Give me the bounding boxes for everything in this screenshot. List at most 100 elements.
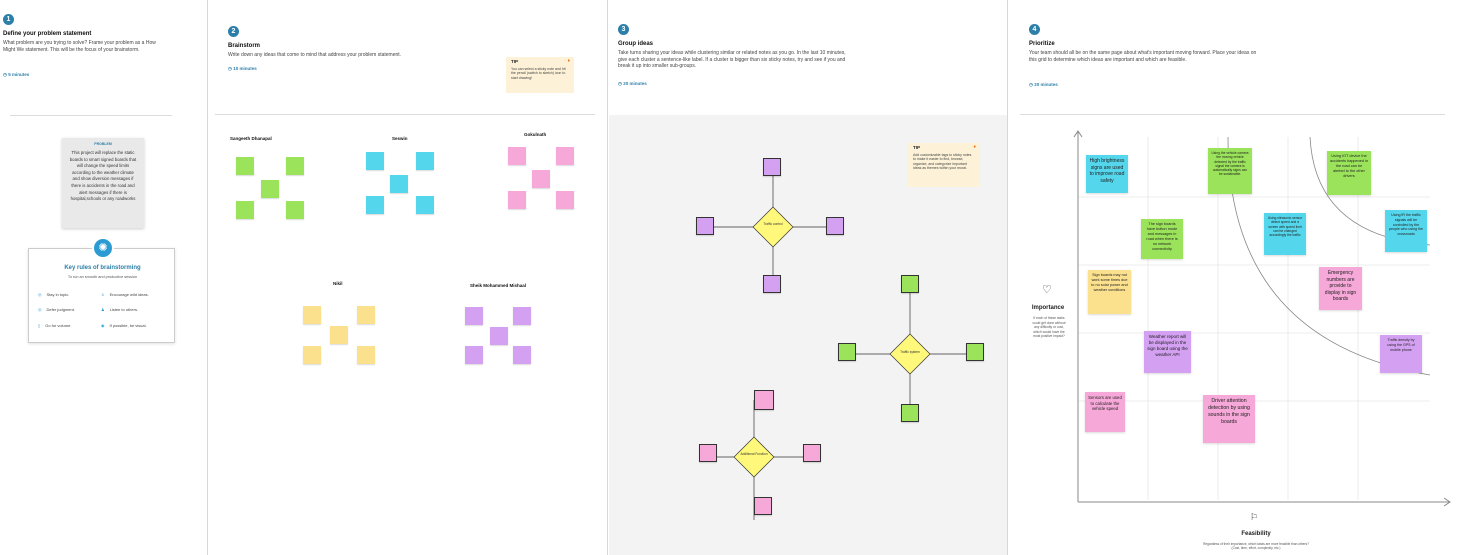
sticky-note[interactable] <box>286 157 304 175</box>
priority-note[interactable]: Using the vehicle camera the moving vehi… <box>1208 148 1252 194</box>
divider <box>1020 114 1445 115</box>
cluster-label: Traffic control <box>763 222 783 226</box>
sticky-note[interactable] <box>763 158 781 176</box>
pin-icon: ♦ <box>567 58 570 64</box>
step-description: What problem are you trying to solve? Fr… <box>3 40 156 53</box>
step-time: ◷ 10 minutes <box>228 66 257 71</box>
sticky-note[interactable] <box>763 275 781 293</box>
group-tip[interactable]: TIP Add customizable tags to sticky notes… <box>908 143 980 187</box>
priority-note[interactable]: Sensors are used to calculate the vehicl… <box>1085 392 1125 432</box>
participant-name: Seswin <box>392 136 408 141</box>
priority-note[interactable]: Weather report will be displayed in the … <box>1144 331 1191 373</box>
sticky-note[interactable] <box>286 201 304 219</box>
sticky-note[interactable] <box>366 196 384 214</box>
priority-note[interactable]: Using ultrasonic sensor detect speed and… <box>1264 213 1306 255</box>
sticky-note[interactable] <box>416 152 434 170</box>
sticky-note[interactable] <box>699 444 717 462</box>
grouping-canvas[interactable] <box>609 115 1007 555</box>
divider <box>10 115 172 116</box>
panel-divider <box>607 0 608 555</box>
sticky-note[interactable] <box>754 390 774 410</box>
step-number: 4 <box>1029 24 1040 35</box>
rule-item: ◎Defer judgment. <box>38 307 75 312</box>
problem-card[interactable]: PROBLEM This project will replace the st… <box>62 138 144 228</box>
cluster-label: Additional Function <box>740 452 768 456</box>
sticky-note[interactable] <box>513 307 531 325</box>
rule-item: ◎Stay in topic. <box>38 292 70 297</box>
participant-name: Sangeeth Dhanapal <box>230 136 272 141</box>
rule-icon: ◎ <box>38 292 42 297</box>
step-time: ◷ 20 minutes <box>1029 82 1058 87</box>
step-description: Your team should all be on the same page… <box>1029 50 1257 63</box>
tip-title: TIP <box>511 59 519 64</box>
rule-icon: ♕ <box>101 292 105 297</box>
sticky-note[interactable] <box>390 175 408 193</box>
sticky-note[interactable] <box>490 327 508 345</box>
sticky-note[interactable] <box>556 147 574 165</box>
step-number: 3 <box>618 24 629 35</box>
step-description: Take turns sharing your ideas while clus… <box>618 50 846 69</box>
participant-name: Nikil <box>333 281 343 286</box>
cluster-connectors <box>706 175 967 520</box>
feasibility-label: Feasibility <box>1241 531 1271 537</box>
problem-header: PROBLEM <box>94 142 112 146</box>
rules-title: Key rules of brainstorming <box>64 265 141 271</box>
sticky-note[interactable] <box>838 343 856 361</box>
priority-note[interactable]: High brightness signs are used to improv… <box>1086 155 1128 193</box>
sticky-note[interactable] <box>901 275 919 293</box>
sticky-note[interactable] <box>366 152 384 170</box>
step-time: ◷ 5 minutes <box>3 72 30 77</box>
sticky-note[interactable] <box>513 346 531 364</box>
priority-note[interactable]: Emergency numbers are provide to display… <box>1319 267 1362 310</box>
step-title: Prioritize <box>1029 41 1055 47</box>
importance-description: If each of these tasks could get done wi… <box>1032 316 1066 338</box>
sticky-note[interactable] <box>357 306 375 324</box>
priority-note[interactable]: Sign boards may not work some times due … <box>1088 270 1131 314</box>
sticky-note[interactable] <box>754 497 772 515</box>
sticky-note[interactable] <box>236 201 254 219</box>
priority-note[interactable]: Using IR the traffic signals will be con… <box>1385 210 1427 252</box>
step-time: ◷ 20 minutes <box>618 81 647 86</box>
sticky-note[interactable] <box>465 346 483 364</box>
sticky-note[interactable] <box>532 170 550 188</box>
tip-text: Add customizable tags to sticky notes to… <box>913 152 972 171</box>
priority-note[interactable]: Using IOT device the accidents happened … <box>1327 151 1371 195</box>
sticky-note[interactable] <box>966 343 984 361</box>
rule-icon: ▯ <box>38 323 41 328</box>
sticky-note[interactable] <box>803 444 821 462</box>
step-number: 2 <box>228 26 239 37</box>
sticky-note[interactable] <box>330 326 348 344</box>
step-title: Define your problem statement <box>3 31 92 37</box>
sticky-note[interactable] <box>901 404 919 422</box>
sticky-note[interactable] <box>696 217 714 235</box>
lightbulb-icon: ✺ <box>92 237 114 259</box>
sticky-note[interactable] <box>416 196 434 214</box>
rule-icon: ◉ <box>101 323 105 328</box>
participant-name: Gokulnath <box>524 132 547 137</box>
panel-divider <box>1007 0 1008 555</box>
sticky-note[interactable] <box>261 180 279 198</box>
sticky-note[interactable] <box>465 307 483 325</box>
divider <box>215 114 595 115</box>
sticky-note[interactable] <box>303 346 321 364</box>
priority-note[interactable]: Traffic density by using the GPS of mobi… <box>1380 335 1422 373</box>
sticky-note[interactable] <box>826 217 844 235</box>
priority-note[interactable]: The sign boards have button mode and mes… <box>1141 219 1183 259</box>
priority-note[interactable]: Driver attention detection by using soun… <box>1203 395 1255 443</box>
sticky-note[interactable] <box>236 157 254 175</box>
sticky-note[interactable] <box>357 346 375 364</box>
participant-name: Sheik Mohammed Mishaal <box>470 283 527 288</box>
sticky-note[interactable] <box>508 191 526 209</box>
step-title: Group ideas <box>618 41 654 47</box>
sticky-note[interactable] <box>556 191 574 209</box>
rule-item: ▯Go for volume. <box>38 323 72 328</box>
sticky-note[interactable] <box>508 147 526 165</box>
flag-icon: ⚐ <box>1250 512 1259 522</box>
tip-title: TIP <box>913 145 921 150</box>
sticky-note[interactable] <box>303 306 321 324</box>
heart-icon: ♡ <box>1042 284 1052 296</box>
feasibility-description: Regardless of their importance, which ta… <box>1203 542 1309 551</box>
rule-icon: ◎ <box>38 307 42 312</box>
step-description: Write down any ideas that come to mind t… <box>228 52 402 58</box>
